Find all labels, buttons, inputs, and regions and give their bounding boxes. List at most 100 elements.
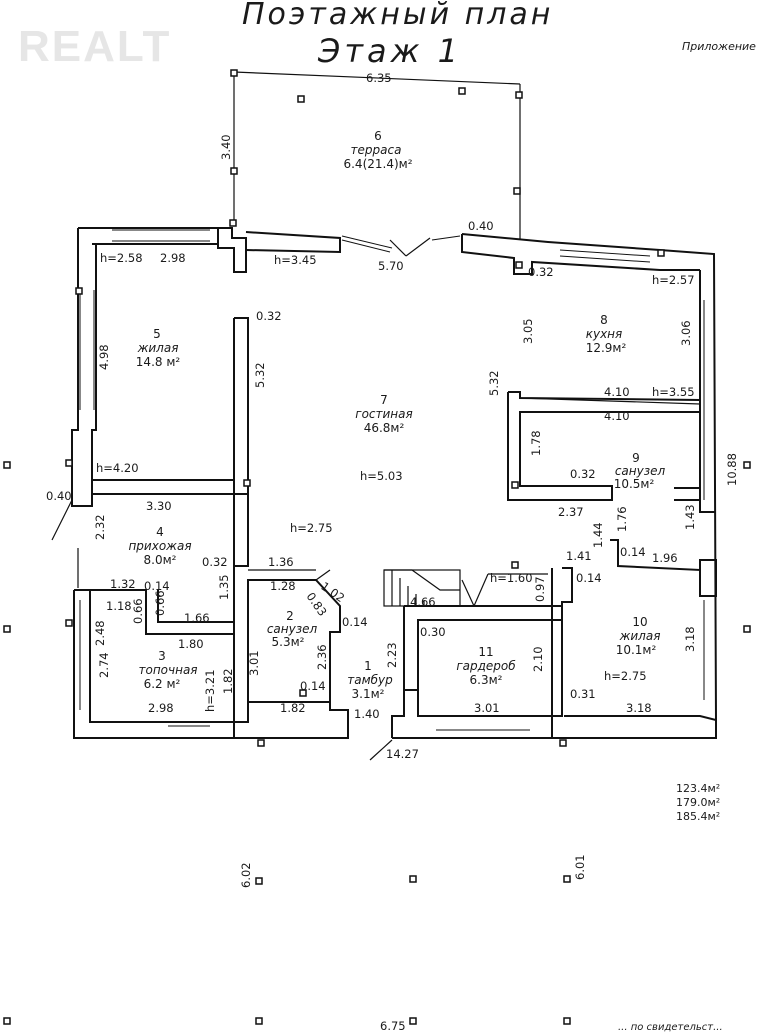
room-9-name: санузел <box>615 464 666 478</box>
dim-602: 6.02 <box>239 862 253 888</box>
area-summary-line-3: 185.4м² <box>676 810 720 823</box>
dim-298-top: 2.98 <box>160 251 186 265</box>
dim-232: 2.32 <box>93 514 107 540</box>
room-2-name: санузел <box>267 622 318 636</box>
dim-132: 1.32 <box>110 577 136 591</box>
dim-h258: h=2.58 <box>100 251 143 265</box>
room-labels: 6 терраса 6.4(21.4)м² 5 жилая 14.8 м² 7 … <box>128 129 665 701</box>
room-10-number: 10 <box>632 615 647 629</box>
room-11-area: 6.3м² <box>470 673 503 687</box>
room-7-number: 7 <box>380 393 388 407</box>
appendix-note: Приложение <box>682 40 756 53</box>
realt-watermark: REALT <box>18 22 172 71</box>
room-2-area: 5.3м² <box>272 635 305 649</box>
dim-032-hall: 0.32 <box>202 555 228 569</box>
room-6-name: терраса <box>351 143 402 157</box>
dim-h321: h=3.21 <box>203 669 217 712</box>
room-6-number: 6 <box>374 129 382 143</box>
dim-014-sanuzel9: 0.14 <box>620 545 646 559</box>
dim-014-hall: 0.14 <box>144 579 170 593</box>
dim-144: 1.44 <box>591 522 605 548</box>
dim-274: 2.74 <box>97 652 111 678</box>
room-11-name: гардероб <box>456 659 516 673</box>
room-4-area: 8.0м² <box>144 553 177 567</box>
dim-031: 0.31 <box>570 687 596 701</box>
dim-032-sanuzel: 0.32 <box>570 467 596 481</box>
dim-040-left: 0.40 <box>46 489 72 503</box>
dim-1088: 10.88 <box>725 453 739 486</box>
dim-410-bottom: 4.10 <box>604 409 630 423</box>
dim-141: 1.41 <box>566 549 592 563</box>
dim-182-bottom: 1.82 <box>280 701 306 715</box>
dim-237: 2.37 <box>558 505 584 519</box>
room-10-area: 10.1м² <box>616 643 657 657</box>
terrace <box>229 69 523 240</box>
room-5-name: жилая <box>137 341 179 355</box>
dim-040-top: 0.40 <box>468 219 494 233</box>
room-8-name: кухня <box>586 327 623 341</box>
dim-318-bottom: 3.18 <box>626 701 652 715</box>
dim-305: 3.05 <box>521 318 535 344</box>
dim-128: 1.28 <box>270 579 296 593</box>
area-summary-line-1: 123.4м² <box>676 782 720 795</box>
room-4-name: прихожая <box>128 539 191 553</box>
dim-066-a: 0.66 <box>131 598 145 624</box>
room-4-number: 4 <box>156 525 164 539</box>
dim-1427: 14.27 <box>386 747 419 761</box>
room-1-number: 1 <box>364 659 372 673</box>
dim-014-room10: 0.14 <box>576 571 602 585</box>
dim-223: 2.23 <box>385 642 399 668</box>
dim-248: 2.48 <box>93 620 107 646</box>
dim-532-right: 5.32 <box>487 370 501 396</box>
dim-532-left: 5.32 <box>253 362 267 388</box>
room-5-area: 14.8 м² <box>136 355 181 369</box>
dim-032-kitchen: 0.32 <box>528 265 554 279</box>
dim-030: 0.30 <box>420 625 446 639</box>
dim-298-bottom: 2.98 <box>148 701 174 715</box>
dim-180: 1.80 <box>178 637 204 651</box>
markers <box>3 237 751 1025</box>
dim-306: 3.06 <box>679 320 693 346</box>
dim-h257: h=2.57 <box>652 273 695 287</box>
dimension-labels: 6.35 3.40 0.40 5.70 0.32 h=2.58 2.98 h=3… <box>46 71 739 1033</box>
dim-318-right: 3.18 <box>683 626 697 652</box>
area-summary-line-2: 179.0м² <box>676 796 720 809</box>
room-3-number: 3 <box>158 649 166 663</box>
room-5-number: 5 <box>153 327 161 341</box>
dim-570: 5.70 <box>378 259 404 273</box>
room-9-number: 9 <box>632 451 640 465</box>
dim-terrace-depth: 3.40 <box>219 134 233 160</box>
room-6-area: 6.4(21.4)м² <box>343 157 412 171</box>
floor-title: Этаж 1 <box>317 32 462 70</box>
dim-166: 1.66 <box>184 611 210 625</box>
dim-466: 4.66 <box>410 595 436 609</box>
room-1-name: тамбур <box>347 673 393 687</box>
dim-118: 1.18 <box>106 599 132 613</box>
room-2-number: 2 <box>286 609 294 623</box>
dim-h345: h=3.45 <box>274 253 317 267</box>
area-summary: 123.4м² 179.0м² 185.4м² <box>676 782 720 823</box>
room-8-number: 8 <box>600 313 608 327</box>
footer-fragment: ... по свидетельст... <box>618 1022 723 1033</box>
room-9-area: 10.5м² <box>614 477 655 491</box>
dim-135: 1.35 <box>217 574 231 600</box>
dim-410-top: 4.10 <box>604 385 630 399</box>
dim-066-b: 0.66 <box>153 590 167 616</box>
dim-140: 1.40 <box>354 707 380 721</box>
dim-498: 4.98 <box>97 344 111 370</box>
room-10-name: жилая <box>619 629 661 643</box>
dim-032-room5: 0.32 <box>256 309 282 323</box>
dim-301-bottom: 3.01 <box>474 701 500 715</box>
dim-143: 1.43 <box>683 504 697 530</box>
dim-h275-center: h=2.75 <box>290 521 333 535</box>
dim-178: 1.78 <box>529 430 543 456</box>
dim-330: 3.30 <box>146 499 172 513</box>
dim-h275-room10: h=2.75 <box>604 669 647 683</box>
room-3-area: 6.2 м² <box>144 677 181 691</box>
dim-236: 2.36 <box>315 644 329 670</box>
plan-title: Поэтажный план <box>242 0 553 32</box>
dim-196: 1.96 <box>652 551 678 565</box>
dim-097: 0.97 <box>533 576 547 602</box>
dim-210: 2.10 <box>531 646 545 672</box>
